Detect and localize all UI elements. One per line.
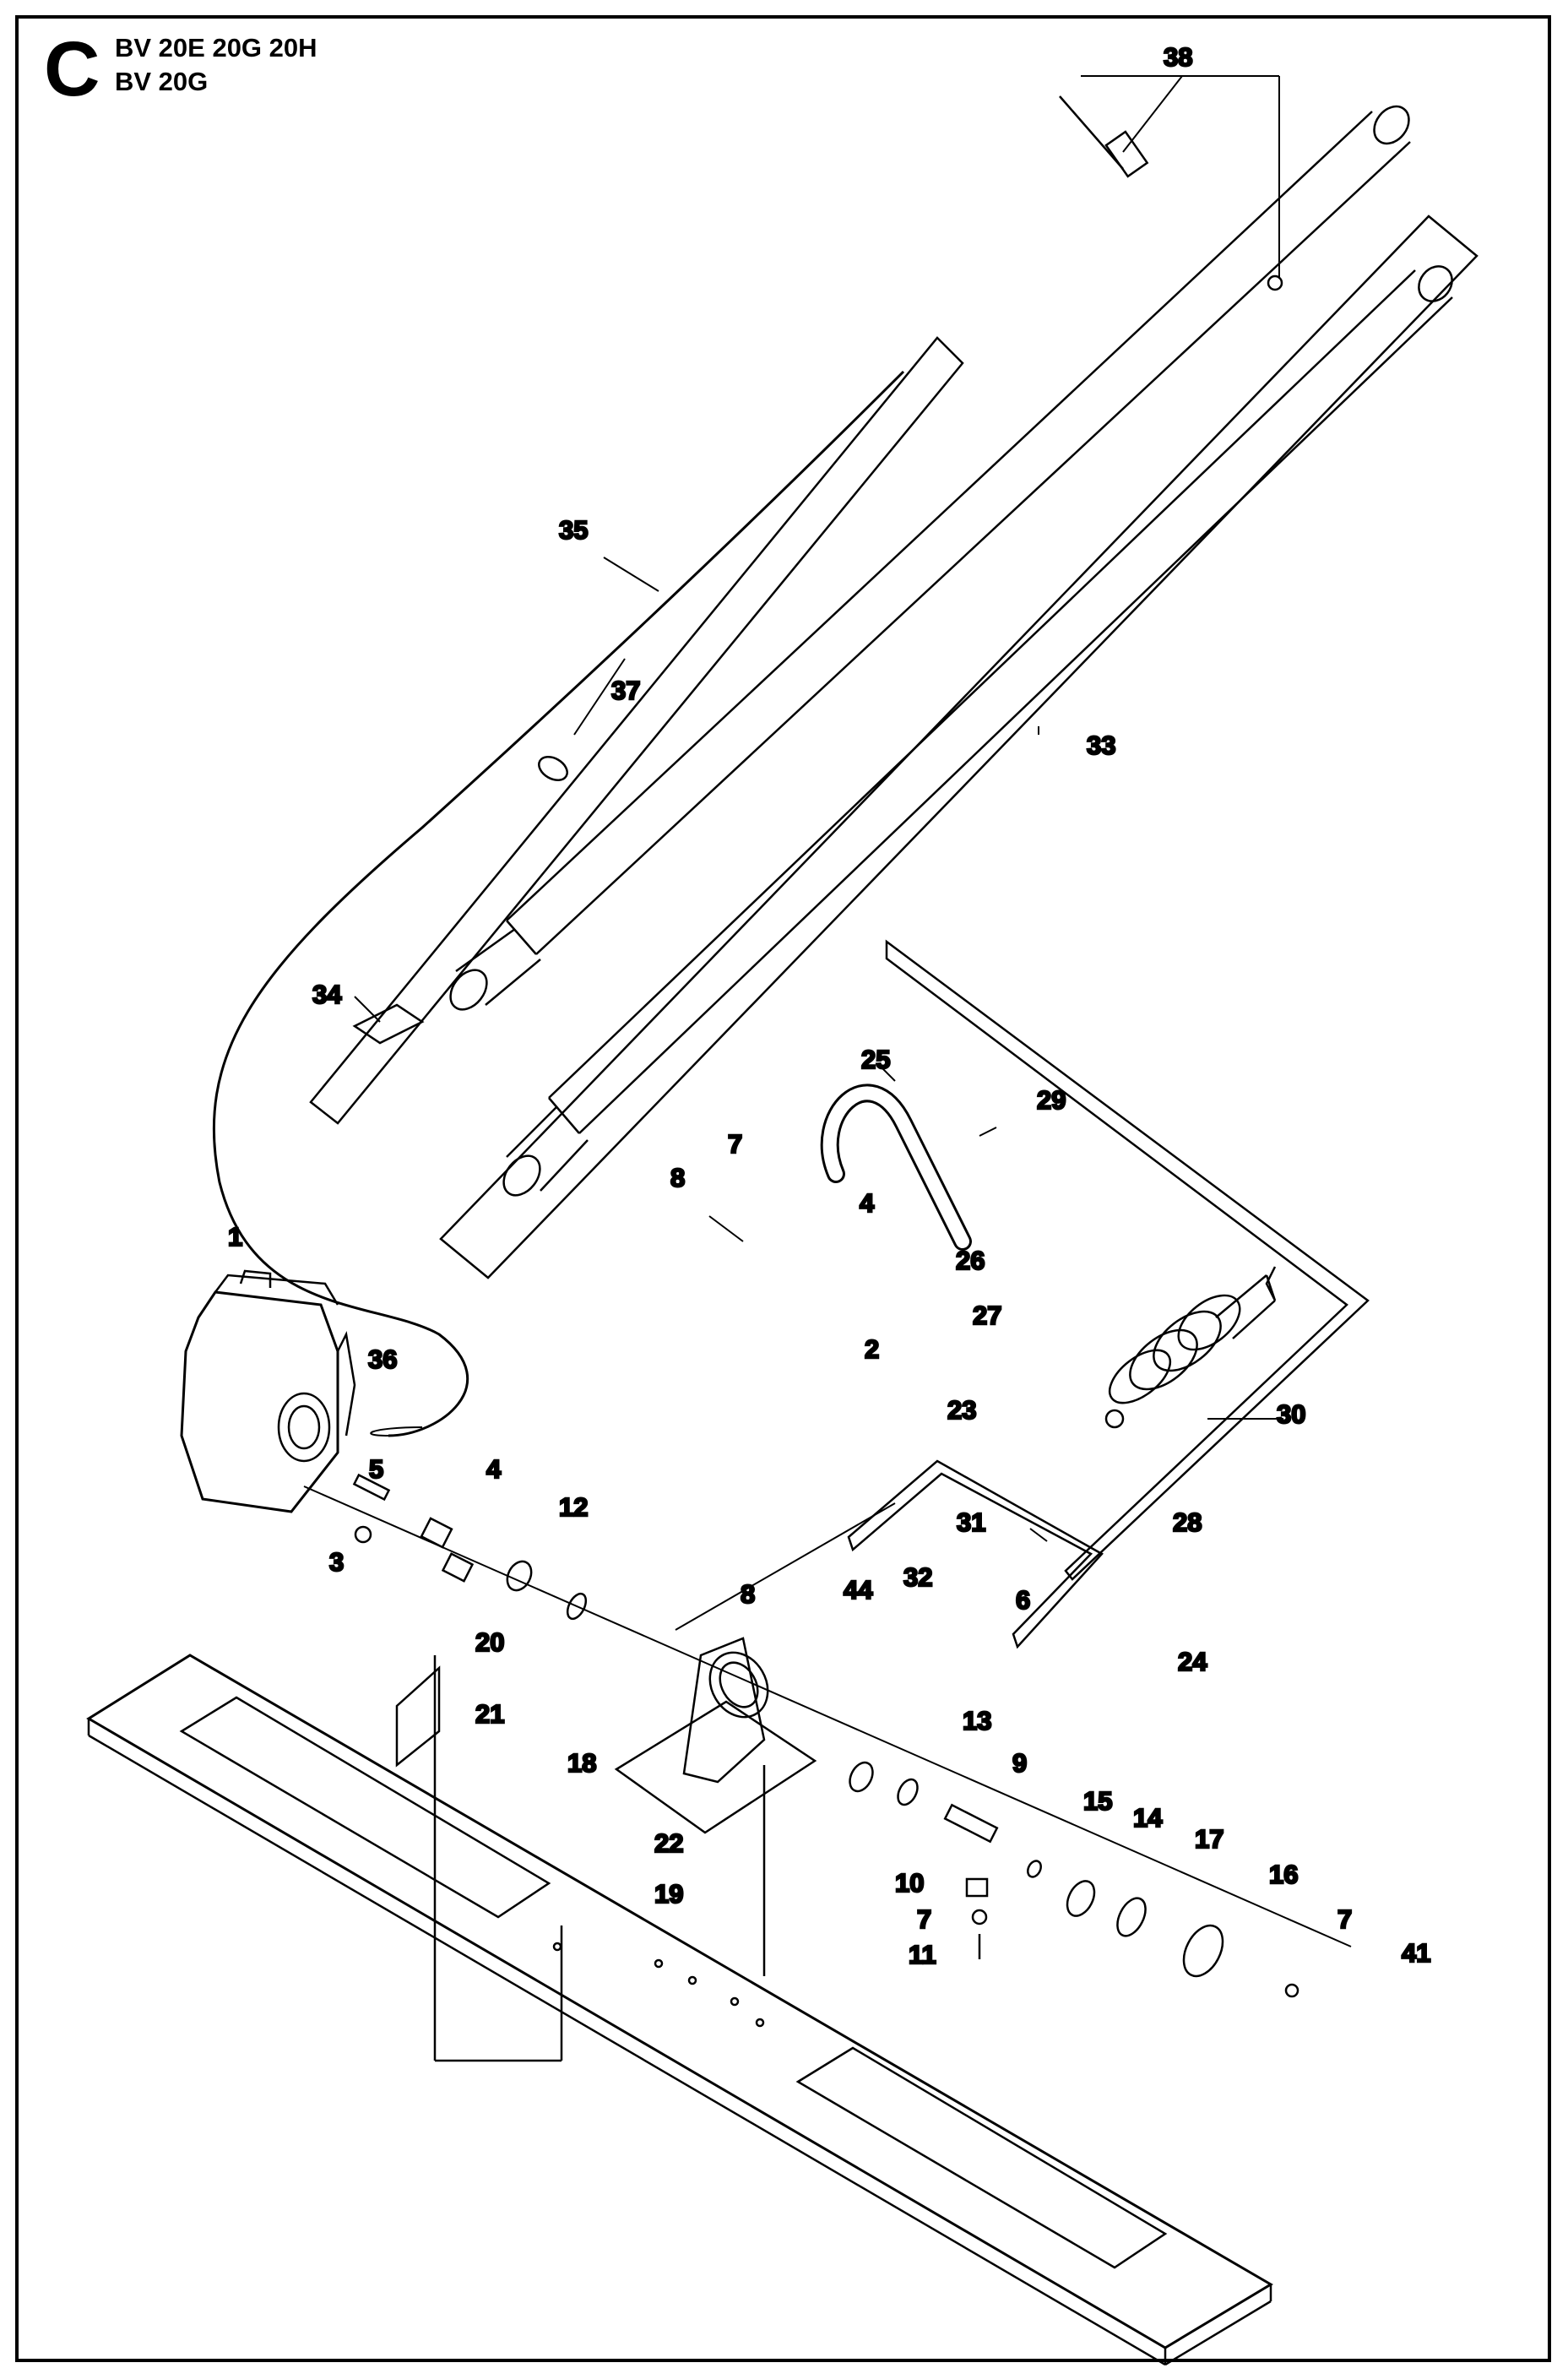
callout-23: 23: [947, 1395, 976, 1425]
callout-6: 6: [1016, 1585, 1030, 1615]
callout-44: 44: [844, 1575, 873, 1605]
callout-29: 29: [1037, 1085, 1066, 1115]
throttle-cable-35: [212, 370, 905, 1437]
callout-3: 3: [329, 1547, 344, 1577]
pipe-assembly-panel: [439, 215, 1478, 1279]
callout-27: 27: [973, 1301, 1001, 1330]
bracket-23: [847, 1459, 1104, 1649]
callout-41: 41: [1402, 1938, 1430, 1968]
callout-34: 34: [312, 980, 342, 1009]
callout-9: 9: [1012, 1748, 1027, 1778]
callout-37: 37: [611, 676, 640, 705]
callout-4-left: 4: [486, 1454, 502, 1484]
callout-21: 21: [475, 1699, 504, 1729]
callout-25: 25: [861, 1045, 890, 1074]
callout-7-right: 7: [1337, 1904, 1352, 1934]
shaft-parts: [352, 1473, 1299, 1998]
callout-22: 22: [654, 1828, 683, 1858]
callout-8-top: 8: [670, 1163, 685, 1192]
callout-1: 1: [228, 1222, 242, 1252]
callout-33: 33: [1087, 731, 1115, 760]
callout-20: 20: [475, 1627, 504, 1657]
throttle-cable-lower: [370, 1426, 423, 1437]
callout-35: 35: [559, 515, 588, 545]
callout-31: 31: [957, 1507, 985, 1537]
callout-38: 38: [1164, 42, 1192, 72]
callout-15: 15: [1083, 1786, 1112, 1816]
diagram-frame: [15, 15, 1551, 2362]
base-skid: [86, 1654, 1273, 2366]
callout-28: 28: [1173, 1507, 1202, 1537]
callout-8-mid: 8: [741, 1579, 755, 1609]
callout-32: 32: [903, 1562, 932, 1592]
callout-5: 5: [369, 1454, 383, 1484]
callout-17: 17: [1195, 1824, 1223, 1854]
callout-13: 13: [963, 1706, 991, 1735]
mount-bracket-20: [395, 1655, 766, 2062]
cable-end-34: [352, 1003, 425, 1045]
callout-36: 36: [368, 1344, 397, 1374]
callout-2: 2: [865, 1334, 879, 1364]
upper-tube: [449, 105, 1411, 1011]
callout-4-top: 4: [860, 1188, 875, 1218]
throttle-lever-38: [1059, 95, 1283, 291]
bend-tube-panel: [885, 939, 1370, 1581]
section-letter: C: [44, 26, 100, 112]
callout-7-top: 7: [728, 1129, 742, 1159]
clutch-housing-22: [614, 1637, 817, 1834]
callout-19: 19: [654, 1879, 683, 1909]
model-title-line-1: BV 20E 20G 20H: [115, 33, 317, 62]
callout-16: 16: [1269, 1860, 1298, 1889]
bellows-30: [1104, 1266, 1277, 1429]
cable-assembly-panel: [309, 336, 964, 1125]
callout-30: 30: [1277, 1399, 1305, 1429]
model-title-line-2: BV 20G: [115, 67, 209, 96]
callout-11: 11: [909, 1940, 936, 1969]
axis-upper-right: [675, 1502, 896, 1631]
callout-7-low: 7: [917, 1904, 931, 1934]
engine-1: [180, 1269, 356, 1513]
callout-18: 18: [567, 1748, 596, 1778]
callout-26: 26: [956, 1246, 985, 1275]
cable-clip-37: [538, 756, 568, 781]
long-tube-33: [502, 265, 1453, 1197]
callout-24: 24: [1178, 1647, 1207, 1676]
callout-14: 14: [1133, 1803, 1163, 1833]
callout-10: 10: [895, 1868, 924, 1898]
callout-12: 12: [559, 1492, 588, 1522]
leader-lines: [354, 75, 1283, 1542]
shaft-axis: [303, 1486, 1352, 1947]
